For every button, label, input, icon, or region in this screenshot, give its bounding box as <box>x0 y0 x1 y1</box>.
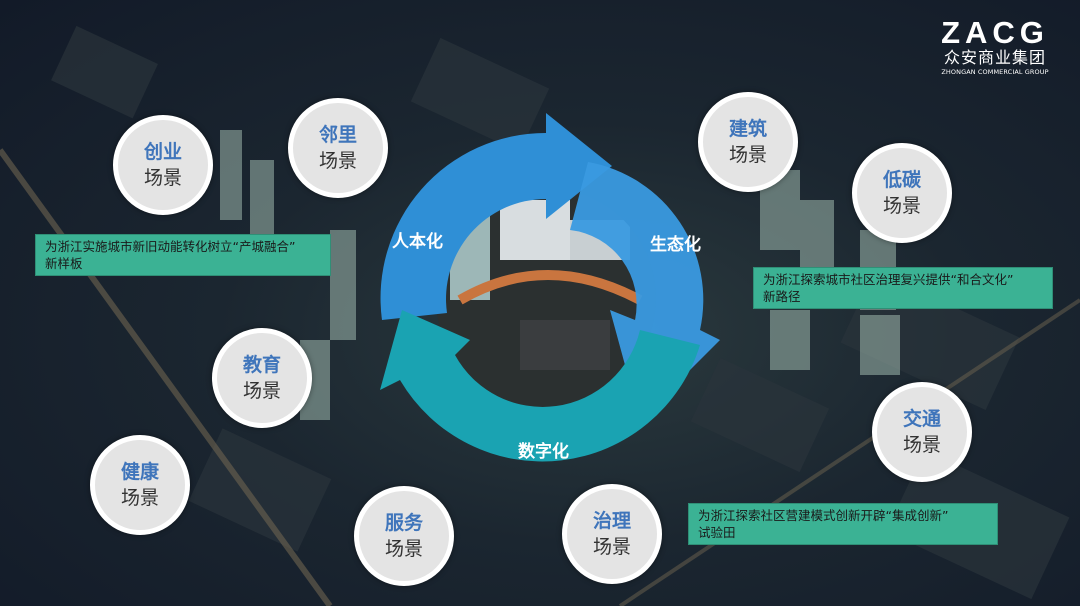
note-harmony-culture: 为浙江探索城市社区治理复兴提供“和合文化” 新路径 <box>753 267 1053 309</box>
scene-neighborhood: 邻里场景 <box>288 98 388 198</box>
cycle-arrow-bottom <box>380 310 700 462</box>
scene-title: 治理 <box>592 510 631 532</box>
scene-transportation: 交通场景 <box>872 382 972 482</box>
scene-title: 健康 <box>120 461 159 483</box>
note-line: 为浙江实施城市新旧动能转化树立“产城融合” <box>45 239 296 254</box>
scene-title: 建筑 <box>728 118 767 140</box>
scene-architecture: 建筑场景 <box>698 92 798 192</box>
logo-name-cn: 众安商业集团 <box>943 48 1046 67</box>
scene-title: 邻里 <box>318 124 357 146</box>
logo-name-en: ZHONGAN COMMERCIAL GROUP <box>941 68 1049 76</box>
note-line: 为浙江探索社区营建模式创新开辟“集成创新” <box>698 508 949 523</box>
scene-entrepreneurship: 创业场景 <box>113 115 213 215</box>
cycle-arrow-top <box>380 113 612 320</box>
note-line: 新路径 <box>763 289 801 304</box>
scene-health: 健康场景 <box>90 435 190 535</box>
note-line: 新样板 <box>45 256 83 271</box>
note-line: 试验田 <box>698 525 736 540</box>
scene-title: 教育 <box>242 354 281 376</box>
company-logo: ZACG 众安商业集团 ZHONGAN COMMERCIAL GROUP <box>935 15 1055 76</box>
scene-education: 教育场景 <box>212 328 312 428</box>
scene-sub: 场景 <box>592 536 631 558</box>
note-integrated-innovation: 为浙江探索社区营建模式创新开辟“集成创新” 试验田 <box>688 503 998 545</box>
cycle-label-ecology: 生态化 <box>650 235 701 255</box>
scene-sub: 场景 <box>384 538 423 560</box>
scene-title: 交通 <box>902 408 941 430</box>
scene-title: 低碳 <box>882 169 921 191</box>
scene-sub: 场景 <box>902 434 941 456</box>
scene-title: 创业 <box>143 141 182 163</box>
logo-mark: ZACG <box>941 15 1049 50</box>
note-line: 为浙江探索城市社区治理复兴提供“和合文化” <box>763 272 1014 287</box>
cycle-label-humanization: 人本化 <box>392 232 443 252</box>
scene-service: 服务场景 <box>354 486 454 586</box>
scene-sub: 场景 <box>882 195 921 217</box>
scene-sub: 场景 <box>242 380 281 402</box>
scene-title: 服务 <box>384 512 423 534</box>
note-industry-city: 为浙江实施城市新旧动能转化树立“产城融合” 新样板 <box>35 234 331 276</box>
scene-sub: 场景 <box>728 144 767 166</box>
scene-low-carbon: 低碳场景 <box>852 143 952 243</box>
cycle-label-digitalization: 数字化 <box>518 442 569 462</box>
scene-sub: 场景 <box>120 487 159 509</box>
scene-sub: 场景 <box>318 150 357 172</box>
scene-governance: 治理场景 <box>562 484 662 584</box>
scene-sub: 场景 <box>143 167 182 189</box>
